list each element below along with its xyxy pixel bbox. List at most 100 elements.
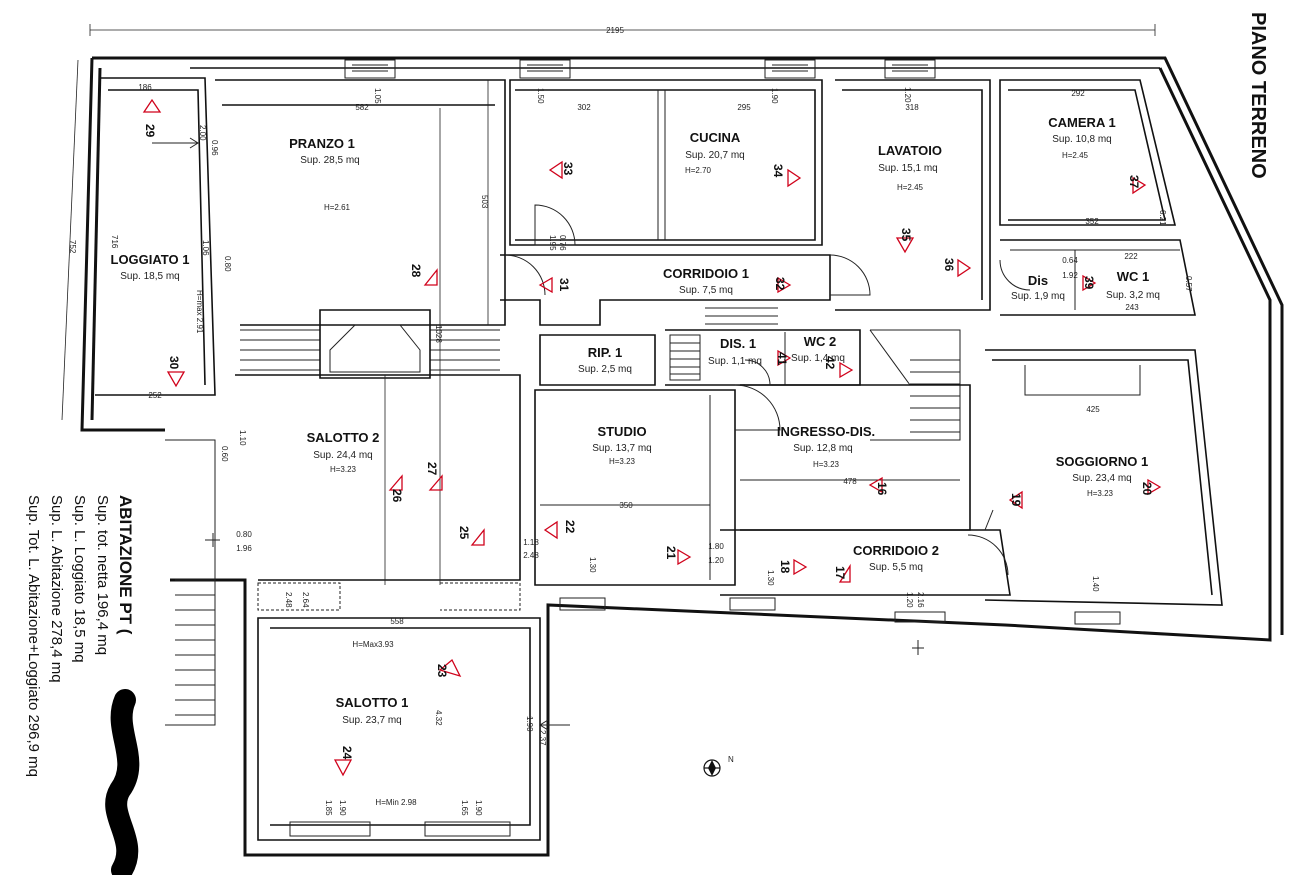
svg-text:186: 186 — [138, 83, 152, 92]
svg-text:222: 222 — [1124, 252, 1138, 261]
room-wc-1: WC 1 Sup. 3,2 mq — [1106, 269, 1160, 301]
svg-text:36: 36 — [942, 258, 956, 272]
svg-text:LOGGIATO 1: LOGGIATO 1 — [111, 252, 190, 267]
svg-text:H=3.23: H=3.23 — [1087, 489, 1114, 498]
photo-point: 26 — [388, 474, 404, 503]
photo-point: 31 — [538, 276, 571, 294]
photo-point: 17 — [833, 563, 851, 583]
photo-point: 41 — [775, 349, 792, 367]
svg-text:31: 31 — [557, 278, 571, 292]
svg-text:SALOTTO 2: SALOTTO 2 — [307, 430, 380, 445]
svg-text:352: 352 — [1085, 217, 1099, 226]
photo-points: 29 33 34 35 36 37 28 31 32 39 30 26 27 2… — [142, 98, 1162, 777]
svg-text:18: 18 — [778, 560, 792, 574]
summary-line: Sup. L. Loggiato 18,5 mq — [71, 495, 88, 663]
photo-point: 36 — [942, 258, 972, 278]
svg-text:CORRIDOIO 2: CORRIDOIO 2 — [853, 543, 939, 558]
photo-point: 23 — [435, 658, 462, 678]
svg-text:1.30: 1.30 — [766, 570, 775, 586]
svg-text:1.50: 1.50 — [536, 88, 545, 104]
svg-text:0.57: 0.57 — [1184, 276, 1193, 292]
svg-text:Sup. 1,4 mq: Sup. 1,4 mq — [791, 353, 845, 364]
svg-text:41: 41 — [775, 352, 789, 366]
svg-text:21: 21 — [664, 546, 678, 560]
svg-text:1.90: 1.90 — [525, 716, 534, 732]
svg-text:Sup. 28,5 mq: Sup. 28,5 mq — [300, 155, 359, 166]
svg-text:503: 503 — [480, 195, 489, 209]
room-pranzo-1: PRANZO 1 Sup. 28,5 mq H=2.61 — [289, 136, 360, 212]
svg-text:33: 33 — [561, 162, 575, 176]
room-rip-1: RIP. 1 Sup. 2,5 mq — [578, 345, 632, 375]
north-arrow-icon: N — [703, 755, 734, 777]
svg-text:CUCINA: CUCINA — [690, 130, 741, 145]
svg-text:Sup. 20,7 mq: Sup. 20,7 mq — [685, 150, 744, 161]
svg-text:Sup. 10,8 mq: Sup. 10,8 mq — [1052, 134, 1111, 145]
svg-text:0.64: 0.64 — [1062, 256, 1078, 265]
summary-heading: ABITAZIONE PT ( — [116, 495, 135, 635]
photo-point: 42 — [823, 356, 854, 379]
plan-title: PIANO TERRENO — [1247, 12, 1269, 179]
svg-text:Sup. 3,2 mq: Sup. 3,2 mq — [1106, 290, 1160, 301]
svg-text:1.90: 1.90 — [770, 88, 779, 104]
room-labels: PRANZO 1 Sup. 28,5 mq H=2.61 CUCINA Sup.… — [111, 115, 1160, 807]
svg-text:19: 19 — [1009, 493, 1023, 507]
fireplace — [319, 309, 431, 379]
room-corridoio-2: CORRIDOIO 2 Sup. 5,5 mq — [853, 543, 939, 573]
svg-text:35: 35 — [899, 228, 913, 242]
svg-text:Sup. 23,4 mq: Sup. 23,4 mq — [1072, 473, 1131, 484]
svg-text:DIS. 1: DIS. 1 — [720, 336, 756, 351]
dimension-labels: 186 582 302 295 318 292 352 222 243 716 … — [110, 83, 1193, 816]
svg-text:1.80: 1.80 — [708, 542, 724, 551]
svg-text:LAVATOIO: LAVATOIO — [878, 143, 942, 158]
svg-text:1.92: 1.92 — [1062, 271, 1078, 280]
redaction-mark — [105, 689, 140, 875]
svg-text:4.32: 4.32 — [434, 710, 443, 726]
svg-text:INGRESSO-DIS.: INGRESSO-DIS. — [777, 424, 875, 439]
svg-text:1028: 1028 — [434, 325, 443, 343]
total-height-label: 752 — [68, 240, 77, 254]
room-wc-2: WC 2 Sup. 1,4 mq — [791, 334, 845, 364]
room-dis-1: DIS. 1 Sup. 1,1 mq — [708, 336, 762, 367]
svg-text:558: 558 — [390, 617, 404, 626]
svg-text:0.96: 0.96 — [210, 140, 219, 156]
svg-text:27: 27 — [425, 462, 439, 476]
svg-text:Sup. 7,5 mq: Sup. 7,5 mq — [679, 285, 733, 296]
photo-point: 22 — [543, 520, 577, 540]
svg-text:318: 318 — [905, 103, 919, 112]
entrance-marker-icons — [152, 137, 924, 731]
svg-text:2.00: 2.00 — [198, 125, 207, 141]
svg-text:2.37: 2.37 — [538, 730, 547, 746]
svg-text:302: 302 — [577, 103, 591, 112]
room-corridoio-1: CORRIDOIO 1 Sup. 7,5 mq — [663, 266, 749, 296]
photo-point: 35 — [895, 228, 915, 254]
svg-text:Dis: Dis — [1028, 273, 1048, 288]
svg-text:30: 30 — [167, 356, 181, 370]
svg-text:1.85: 1.85 — [324, 800, 333, 816]
svg-text:Sup. 23,7 mq: Sup. 23,7 mq — [342, 715, 401, 726]
svg-text:1.90: 1.90 — [474, 800, 483, 816]
photo-point: 28 — [409, 264, 438, 286]
photo-point: 20 — [1140, 478, 1162, 496]
svg-text:20: 20 — [1140, 482, 1154, 496]
svg-text:1.20: 1.20 — [905, 592, 914, 608]
svg-text:243: 243 — [1125, 303, 1139, 312]
svg-text:2.48: 2.48 — [284, 592, 293, 608]
photo-point: 21 — [664, 546, 692, 566]
svg-text:H=3.23: H=3.23 — [813, 460, 840, 469]
total-width-label: 2195 — [606, 26, 624, 35]
svg-text:H=max 2.91: H=max 2.91 — [195, 290, 204, 334]
svg-text:42: 42 — [823, 356, 837, 370]
room-soggiorno-1: SOGGIORNO 1 Sup. 23,4 mq H=3.23 — [1056, 454, 1148, 498]
svg-text:252: 252 — [148, 391, 162, 400]
svg-text:2.64: 2.64 — [301, 592, 310, 608]
svg-text:CAMERA 1: CAMERA 1 — [1048, 115, 1115, 130]
svg-text:292: 292 — [1071, 89, 1085, 98]
svg-text:716: 716 — [110, 235, 119, 249]
photo-point: 29 — [142, 98, 162, 138]
svg-text:582: 582 — [355, 103, 369, 112]
svg-text:0.80: 0.80 — [223, 256, 232, 272]
svg-text:24: 24 — [340, 746, 354, 760]
svg-text:37: 37 — [1127, 175, 1141, 189]
photo-point: 27 — [425, 462, 443, 491]
svg-text:1.40: 1.40 — [1091, 576, 1100, 592]
